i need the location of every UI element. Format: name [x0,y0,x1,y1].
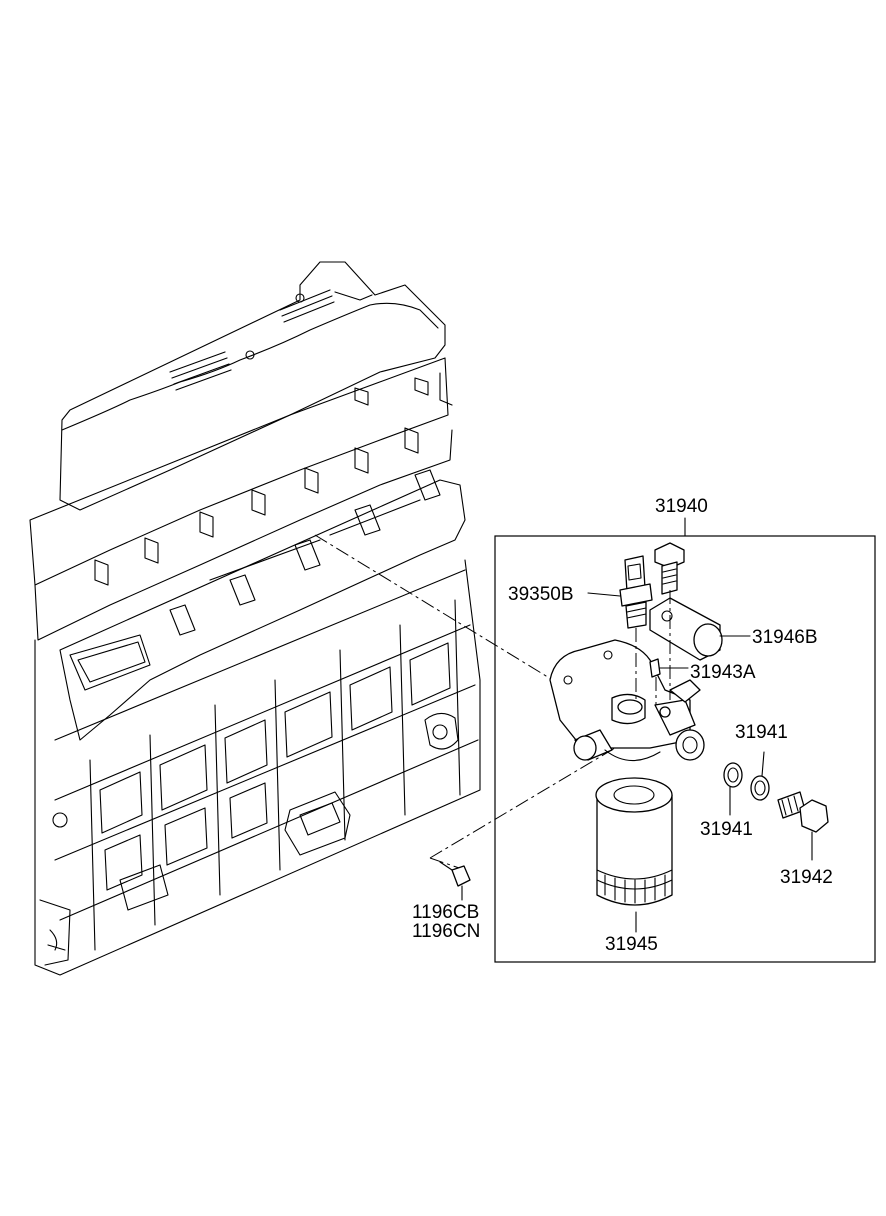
label-31946B: 31946B [752,627,818,648]
pressure-sensor-drawing [587,555,653,700]
label-31945: 31945 [605,934,658,955]
oil-filter-drawing [595,777,673,933]
label-39350B: 39350B [508,584,574,605]
gasket-drawings [723,751,770,816]
bolt-drawing [777,791,829,861]
mounting-bolt-drawing [439,861,471,901]
label-1196CB: 1196CB [412,902,479,923]
label-31943A: 31943A [690,662,756,683]
plug-drawing [649,658,689,705]
label-31941-upper: 31941 [735,722,788,743]
filter-head-drawing [549,639,705,762]
label-31941-lower: 31941 [700,819,753,840]
engine-block-drawing [29,261,481,976]
label-1196CN: 1196CN [412,921,480,942]
banjo-bolt-drawing [649,542,751,700]
label-31940: 31940 [655,496,708,517]
label-31942: 31942 [780,867,833,888]
